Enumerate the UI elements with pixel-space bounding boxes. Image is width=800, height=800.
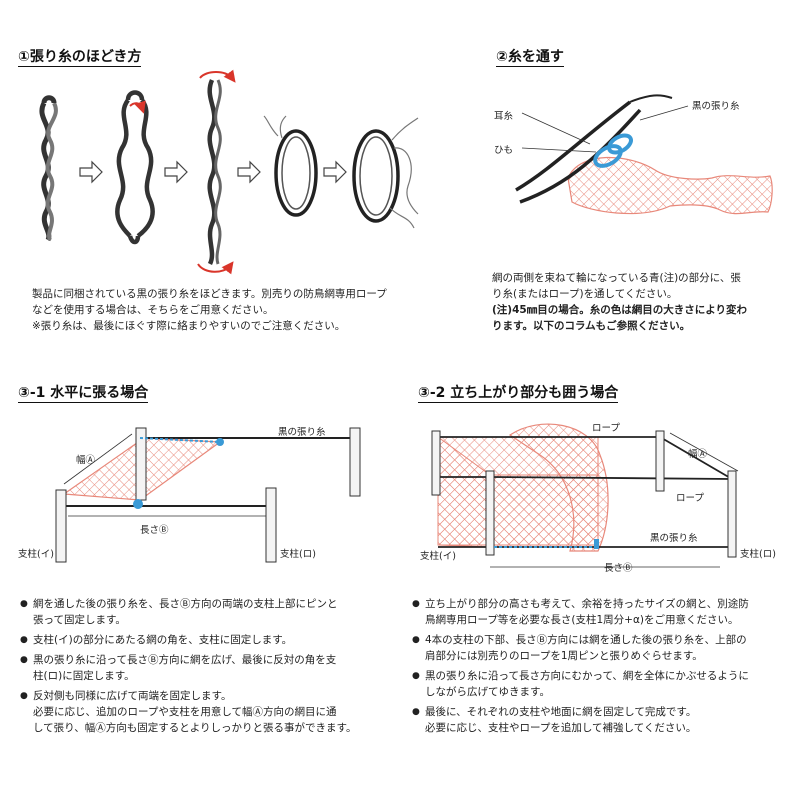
bullet-item: 反対側も同様に広げて両端を固定します。 必要に応じ、追加のロープや支柱を用意して…	[20, 688, 400, 736]
label-post-i: 支柱(イ)	[18, 549, 54, 560]
section2-description: 網の両側を束ねて輪になっている青(注)の部分に、張 り糸(またはロープ)を通して…	[492, 272, 747, 332]
label-post-i: 支柱(イ)	[420, 551, 456, 562]
blue-pin	[133, 499, 143, 509]
bullet-item: 網を通した後の張り糸を、長さⒷ方向の両端の支柱上部にピンと 張って固定します。	[20, 596, 400, 628]
section1-title: ①張り糸のほどき方	[18, 49, 142, 67]
bullet-item: 黒の張り糸に沿って長さ方向にむかって、網を全体にかぶせるように しながら広げてゆ…	[412, 668, 792, 700]
label-nagasa: 長さⒷ	[604, 563, 633, 574]
loosening-cord	[115, 90, 155, 245]
label-kuro-hari-ito: 黒の張り糸	[650, 533, 698, 544]
post	[655, 430, 665, 492]
section3-1-title: ③-1 水平に張る場合	[18, 385, 149, 403]
label-haba: 幅Ⓐ	[76, 455, 96, 466]
post-i	[431, 430, 441, 496]
arrow-right-icon	[79, 160, 103, 184]
post	[349, 427, 361, 497]
enclosure-net-diagram	[431, 423, 739, 568]
threading-diagram	[515, 94, 773, 215]
label-rope-top: ロープ	[592, 423, 620, 434]
section3-2-bullets: 立ち上がり部分の高さも考えて、余裕を持ったサイズの網と、別途防 鳥網専用ロープ等…	[412, 596, 792, 736]
label-nagasa: 長さⒷ	[140, 525, 169, 536]
label-kuro-hari-ito: 黒の張り糸	[278, 427, 326, 438]
bullet-item: 4本の支柱の下部、長さⒷ方向には網を通した後の張り糸を、上部の 肩部分には別売り…	[412, 632, 792, 664]
bullet-item: 黒の張り糸に沿って長さⒷ方向に網を広げ、最後に反対の角を支 柱(ロ)に固定します…	[20, 652, 400, 684]
section1-description: 製品に同梱されている黒の張り糸をほどきます。別売りの防鳥網専用ロープ などを使用…	[32, 288, 387, 332]
blue-loop	[607, 133, 633, 155]
arrow-right-icon	[323, 160, 347, 184]
post-ro	[265, 487, 277, 563]
blue-loop	[593, 144, 623, 168]
arrow-right-icon	[164, 160, 188, 184]
cord-ring-loosened	[352, 117, 419, 229]
horizontal-net-diagram	[55, 427, 361, 563]
net-draped	[508, 423, 609, 552]
label-himo: ひも	[494, 145, 514, 156]
net-bundle	[567, 156, 773, 215]
label-post-ro: 支柱(ロ)	[740, 549, 776, 560]
bullet-item: 支柱(イ)の部分にあたる網の角を、支柱に固定します。	[20, 632, 400, 648]
label-mimi-ito: 耳糸	[494, 111, 514, 122]
section3-1-bullets: 網を通した後の張り糸を、長さⒷ方向の両端の支柱上部にピンと 張って固定します。 …	[20, 596, 400, 736]
section3-2-title: ③-2 立ち上がり部分も囲う場合	[418, 385, 619, 403]
label-post-ro: 支柱(ロ)	[280, 549, 316, 560]
cord-ring	[263, 115, 318, 217]
wavy-cord	[197, 69, 236, 275]
bullet-item: 立ち上がり部分の高さも考えて、余裕を持ったサイズの網と、別途防 鳥網専用ロープ等…	[412, 596, 792, 628]
untwist-diagram	[39, 69, 419, 275]
bullet-item: 最後に、それぞれの支柱や地面に網を固定して完成です。 必要に応じ、支柱やロープを…	[412, 704, 792, 736]
post-i	[55, 489, 67, 563]
label-haba: 幅Ⓐ	[688, 449, 708, 460]
post	[485, 470, 495, 556]
arrow-right-icon	[237, 160, 261, 184]
post-ro	[727, 470, 737, 558]
blue-pin	[594, 539, 599, 549]
label-kuro-hari-ito: 黒の張り糸	[692, 101, 740, 112]
label-rope-mid: ロープ	[676, 493, 704, 504]
twisted-cord	[39, 95, 58, 242]
section2-title: ②糸を通す	[496, 49, 564, 67]
